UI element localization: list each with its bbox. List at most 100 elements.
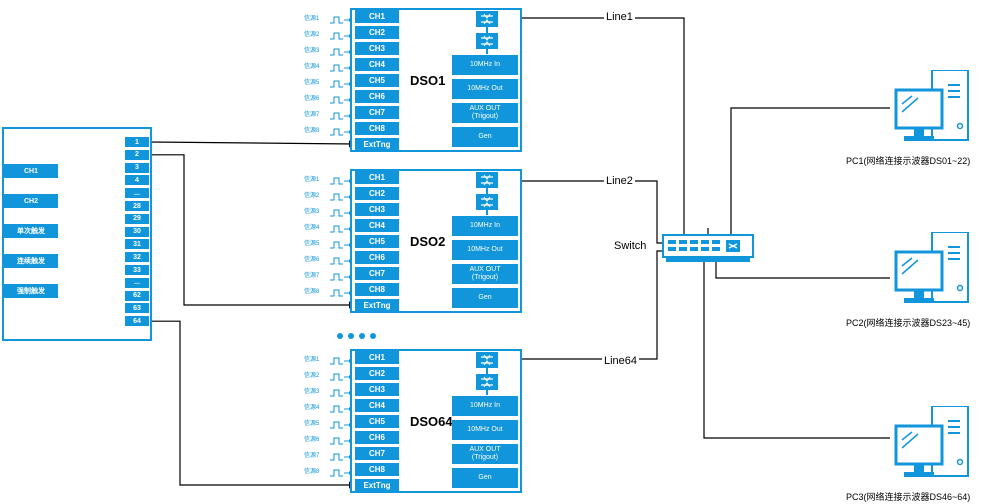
controller-button[interactable]: CH1 — [4, 164, 58, 178]
pulse-icon — [330, 385, 354, 397]
signal-source-label: 信源6 — [304, 96, 320, 102]
switch-port — [668, 247, 676, 251]
pulse-icon — [330, 369, 354, 381]
channel-port[interactable]: ExtTng — [355, 479, 399, 492]
controller-port[interactable]: 1 — [125, 137, 149, 147]
pulse-icon — [330, 205, 354, 217]
controller-button[interactable]: 单次触发 — [4, 224, 58, 238]
computer-icon — [888, 69, 980, 146]
channel-port[interactable]: ExtTng — [355, 299, 399, 312]
net-connector — [486, 49, 488, 54]
scope-function-button[interactable]: 10MHz Out — [452, 420, 518, 440]
signal-source-label: 信源2 — [304, 32, 320, 38]
controller-port[interactable]: 29 — [125, 213, 149, 224]
channel-port[interactable]: CH2 — [355, 26, 399, 39]
controller-port[interactable]: 31 — [125, 239, 149, 250]
computer-icon — [888, 405, 980, 482]
switch-port — [690, 247, 698, 251]
controller-port[interactable]: 62 — [125, 290, 149, 301]
wire — [500, 180, 666, 244]
controller-port[interactable]: ... — [125, 277, 149, 288]
controller-port[interactable]: 64 — [125, 316, 149, 327]
scope-function-button[interactable]: 10MHz Out — [452, 240, 518, 260]
button-label: 10MHz In — [470, 402, 500, 409]
scope-name: DSO2 — [410, 234, 446, 249]
channel-port[interactable]: CH2 — [355, 187, 399, 200]
channel-port[interactable]: CH6 — [355, 90, 399, 103]
switch-port — [679, 247, 687, 251]
channel-port[interactable]: CH1 — [355, 351, 399, 364]
channel-port[interactable]: CH6 — [355, 251, 399, 264]
button-label: AUX OUT — [469, 105, 501, 112]
scope-name: DSO64 — [410, 414, 453, 429]
controller-port[interactable]: 30 — [125, 226, 149, 237]
channel-port[interactable]: CH7 — [355, 106, 399, 119]
scope-function-button[interactable]: 10MHz Out — [452, 79, 518, 99]
controller-button[interactable]: 连续触发 — [4, 254, 58, 268]
scope-function-button[interactable]: AUX OUT(Trigout) — [452, 103, 518, 123]
channel-port[interactable]: CH5 — [355, 235, 399, 248]
pulse-icon — [330, 76, 354, 88]
signal-source-label: 信源8 — [304, 469, 320, 475]
channel-port[interactable]: CH4 — [355, 219, 399, 232]
signal-source-label: 信源2 — [304, 373, 320, 379]
pulse-icon — [330, 28, 354, 40]
controller-port[interactable]: 32 — [125, 252, 149, 263]
channel-port[interactable]: CH8 — [355, 283, 399, 296]
scope-function-button[interactable]: Gen — [452, 468, 518, 488]
pulse-icon — [330, 108, 354, 120]
controller-port[interactable]: 2 — [125, 149, 149, 160]
controller-port[interactable]: 28 — [125, 201, 149, 211]
scope-function-button[interactable]: AUX OUT(Trigout) — [452, 444, 518, 464]
network-port-icon — [476, 11, 498, 27]
button-label: 10MHz In — [470, 61, 500, 68]
wire — [703, 258, 890, 439]
network-port-icon — [476, 172, 498, 188]
signal-source-label: 信源5 — [304, 241, 320, 247]
channel-port[interactable]: CH8 — [355, 463, 399, 476]
scope-function-button[interactable]: 10MHz In — [452, 55, 518, 75]
button-label: Gen — [478, 474, 492, 481]
wire — [149, 154, 357, 309]
channel-port[interactable]: CH7 — [355, 447, 399, 460]
scope-name: DSO1 — [410, 73, 446, 88]
channel-port[interactable]: CH2 — [355, 367, 399, 380]
signal-source-label: 信源7 — [304, 112, 320, 118]
controller-port[interactable]: 4 — [125, 175, 149, 186]
channel-port[interactable]: CH8 — [355, 122, 399, 135]
channel-port[interactable]: CH5 — [355, 74, 399, 87]
controller-button[interactable]: CH2 — [4, 194, 58, 208]
pulse-icon — [330, 221, 354, 233]
network-port-icon — [476, 374, 498, 390]
scope-function-button[interactable]: AUX OUT(Trigout) — [452, 264, 518, 284]
scope-function-button[interactable]: Gen — [452, 127, 518, 147]
network-port-icon — [476, 352, 498, 368]
controller-port[interactable]: ... — [125, 188, 149, 199]
channel-port[interactable]: CH3 — [355, 42, 399, 55]
channel-port[interactable]: CH4 — [355, 58, 399, 71]
channel-port[interactable]: CH1 — [355, 10, 399, 23]
channel-port[interactable]: CH3 — [355, 383, 399, 396]
pulse-icon — [330, 465, 354, 477]
scope-function-button[interactable]: Gen — [452, 288, 518, 308]
channel-port[interactable]: ExtTng — [355, 138, 399, 151]
pulse-icon — [330, 92, 354, 104]
controller-port[interactable]: 63 — [125, 303, 149, 314]
wire — [148, 140, 357, 148]
channel-port[interactable]: CH6 — [355, 431, 399, 444]
channel-port[interactable]: CH7 — [355, 267, 399, 280]
channel-port[interactable]: CH5 — [355, 415, 399, 428]
controller-port[interactable]: 33 — [125, 265, 149, 275]
pc-label: PC1(网络连接示波器DS01~22) — [846, 156, 971, 166]
computer-icon — [888, 231, 980, 308]
scope-function-button[interactable]: 10MHz In — [452, 216, 518, 236]
channel-port[interactable]: CH1 — [355, 171, 399, 184]
channel-port[interactable]: CH3 — [355, 203, 399, 216]
controller-button[interactable]: 强制触发 — [4, 284, 58, 298]
signal-source-label: 信源1 — [304, 177, 320, 183]
net-connector — [486, 188, 488, 194]
channel-port[interactable]: CH4 — [355, 399, 399, 412]
scope-function-button[interactable]: 10MHz In — [452, 396, 518, 416]
net-connector — [486, 27, 488, 33]
controller-port[interactable]: 3 — [125, 162, 149, 173]
